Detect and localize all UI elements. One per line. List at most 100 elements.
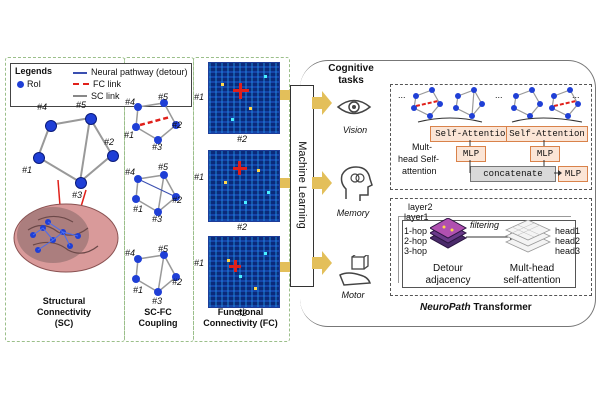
detour-adjacency-line-1: Detour (432, 263, 463, 274)
sc-label-2: #2 (104, 137, 115, 147)
coupling-c-label-5: #5 (158, 244, 169, 254)
head-1: head1 (555, 226, 581, 236)
sc-title-1: Structural (42, 296, 86, 306)
task-motor: Motor (341, 290, 365, 300)
sc-node-3 (75, 177, 87, 189)
mha-grid-stack (505, 220, 551, 253)
fc-1-label-2: #2 (237, 134, 248, 144)
memory-head-icon (340, 166, 373, 201)
attention-connectors (469, 140, 562, 176)
layer1-label: layer1 (404, 212, 429, 222)
self-attention-box-1: Self-Attention (430, 126, 516, 142)
tasks-title-2: tasks (338, 75, 364, 86)
sc-label-3: #3 (72, 190, 83, 200)
transformer-detour-panel (390, 198, 592, 296)
mlp-box-1: MLP (456, 146, 486, 162)
transformer-graphs (411, 87, 583, 123)
coupling-c-label-4: #4 (125, 248, 136, 258)
fc-2-label-2: #2 (237, 222, 248, 232)
coupling-a-label-4: #4 (125, 97, 136, 107)
coupling-b-label-2: #2 (172, 195, 183, 205)
multihead-line-1: Mult- (412, 142, 432, 152)
coupling-b-label-5: #5 (158, 162, 169, 172)
task-vision: Vision (342, 125, 368, 135)
hop-3: 3-hop (404, 246, 428, 256)
coupling-b-label-4: #4 (125, 167, 136, 177)
dots-1: ... (398, 90, 406, 100)
transformer-title-italic: NeuroPath (420, 302, 471, 313)
sc-title-3: (SC) (54, 318, 74, 328)
arrow-ml-input-3 (280, 262, 290, 272)
legend-sc-marker (73, 95, 87, 97)
hop-2: 2-hop (404, 236, 428, 246)
arrow-ml-input-2 (280, 178, 290, 188)
flow-arrows (312, 91, 332, 275)
self-attention-box-2: Self-Attention (506, 126, 588, 142)
legend-fc-label: FC link (93, 79, 122, 89)
legend-pathway-marker (73, 72, 87, 74)
fc-matrix-3 (208, 236, 280, 308)
legend-roi-marker (17, 81, 24, 88)
fc-title-2: Connectivity (FC) (203, 318, 278, 328)
coupling-b-label-3: #3 (152, 214, 163, 224)
legend-sc-label: SC link (91, 91, 120, 101)
legend: Legends RoI Neural pathway (detour) FC l… (10, 63, 192, 107)
concatenate-box: concatenate (470, 166, 556, 182)
sc-node-5 (85, 113, 97, 125)
fc-matrix-1 (208, 62, 280, 134)
coupling-a-label-3: #3 (152, 142, 163, 152)
sc-graph (36, 116, 114, 184)
coupling-b-label-1: #1 (133, 204, 144, 214)
legend-pathway-label: Neural pathway (detour) (91, 67, 188, 77)
sc-node-2 (107, 150, 119, 162)
sc-title-2: Connectivity (36, 307, 91, 317)
brain-illustration (13, 180, 119, 273)
sc-label-1: #1 (22, 165, 33, 175)
layer2-label: layer2 (408, 202, 433, 212)
fc-matrix-2 (208, 150, 280, 222)
sc-label-5: #5 (76, 100, 87, 110)
sc-label-4: #4 (37, 102, 48, 112)
coupling-graphs (132, 99, 180, 296)
mlp-box-2: MLP (530, 146, 560, 162)
coupling-a-label-1: #1 (124, 130, 135, 140)
fc-3-label-2: #2 (237, 308, 248, 318)
tasks-title-1: Cognitive (328, 63, 374, 74)
mha-line-1: Mult-head (509, 263, 555, 274)
hop-1: 1-hop (404, 226, 428, 236)
detour-adjacency-stack (430, 218, 468, 249)
coupling-c-label-3: #3 (152, 296, 163, 306)
coupling-a-label-5: #5 (158, 92, 169, 102)
layer-stack-back (398, 216, 571, 283)
head-2: head2 (555, 236, 581, 246)
fc-3-label-1: #1 (194, 258, 205, 268)
transformer-attention-panel (390, 84, 592, 190)
filtering-label: filtering (470, 220, 500, 230)
sc-node-1 (33, 152, 45, 164)
transformer-title: NeuroPath Transformer (420, 302, 532, 313)
mha-line-2: self-attention (503, 275, 561, 286)
head-3: head3 (555, 246, 581, 256)
coupling-title-2: Coupling (138, 318, 178, 328)
transformer-title-rest: Transformer (470, 302, 532, 313)
fc-title-1: Functional (217, 307, 264, 317)
coupling-c-label-1: #1 (133, 285, 144, 295)
legend-title: Legends (15, 66, 53, 76)
task-memory: Memory (336, 208, 370, 218)
fc-panel (193, 57, 290, 342)
hand-cube-icon (339, 255, 372, 286)
coupling-a-label-2: #2 (172, 120, 183, 130)
sc-node-4 (45, 120, 57, 132)
legend-fc-marker (73, 83, 89, 85)
fc-2-label-1: #1 (194, 172, 205, 182)
multihead-line-3: attention (402, 166, 437, 176)
arrow-ml-input-1 (280, 90, 290, 100)
fc-1-label-1: #1 (194, 92, 205, 102)
legend-roi-label: RoI (27, 79, 42, 89)
dots-3: ... (572, 90, 580, 100)
tasks-panel (300, 60, 596, 327)
ml-bar (290, 85, 314, 287)
eye-icon (336, 99, 372, 115)
dots-2: ... (495, 90, 503, 100)
multihead-line-2: head Self- (398, 154, 440, 164)
